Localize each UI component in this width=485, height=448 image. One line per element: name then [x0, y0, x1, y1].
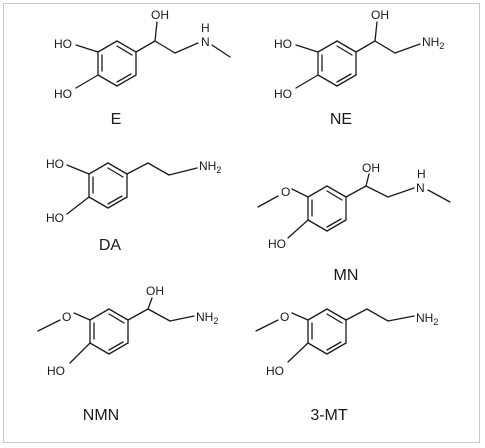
da-sub-2: 2: [216, 165, 221, 175]
mn-h-label: H: [417, 167, 426, 181]
da-nh2-label: NH2: [199, 159, 221, 175]
molecule-ne: OH HO HO NH2 NE: [274, 8, 444, 128]
e-n-label: N: [201, 35, 210, 49]
ne-oh-label: OH: [371, 8, 389, 22]
e-oh-label: OH: [151, 8, 169, 22]
molecule-nmn: OH O HO NH2 NMN: [37, 284, 218, 424]
ne-bonds: [295, 21, 421, 89]
ne-ho-label-b: HO: [274, 87, 292, 101]
ne-name: NE: [330, 111, 352, 128]
3mt-name: 3-MT: [310, 407, 348, 424]
molecule-mn: OH O HO N H MN: [257, 161, 451, 284]
nmn-nh-text: NH: [196, 310, 213, 324]
da-ho-label-a: HO: [46, 157, 64, 171]
3mt-nh2-label: NH2: [416, 311, 438, 327]
nmn-sub-2: 2: [213, 316, 218, 326]
molecule-3mt: O HO NH2 3-MT: [255, 308, 438, 424]
mn-ho-label: HO: [268, 237, 286, 251]
mn-n-label: N: [416, 181, 425, 195]
3mt-sub-2: 2: [433, 317, 438, 327]
3mt-nh-text: NH: [416, 311, 433, 325]
da-nh-text: NH: [199, 159, 216, 173]
3mt-ho-label: HO: [266, 364, 284, 378]
figure-frame: [3, 3, 480, 443]
mn-name: MN: [334, 267, 359, 284]
nmn-name: NMN: [83, 407, 119, 424]
da-ho-label-b: HO: [46, 211, 64, 225]
mn-bonds: [257, 173, 451, 239]
e-bonds: [75, 21, 231, 89]
3mt-o-label: O: [280, 310, 289, 324]
ne-nh2-label: NH2: [422, 35, 444, 51]
nmn-ho-label: HO: [47, 364, 65, 378]
nmn-oh-label: OH: [146, 284, 164, 298]
ne-ho-label-a: HO: [274, 37, 292, 51]
3mt-bonds: [255, 308, 415, 363]
nmn-nh2-label: NH2: [196, 310, 218, 326]
molecule-e: OH HO HO N H E: [54, 8, 231, 128]
nmn-bonds: [37, 297, 195, 364]
ne-nh-text: NH: [422, 35, 439, 49]
mn-oh-label: OH: [362, 161, 380, 175]
e-ho-label-a: HO: [54, 37, 72, 51]
nmn-o-label: O: [62, 310, 71, 324]
e-ho-label-b: HO: [54, 87, 72, 101]
da-bonds: [66, 162, 198, 215]
e-name: E: [111, 111, 122, 128]
da-name: DA: [99, 237, 122, 254]
molecule-da: HO HO NH2 DA: [46, 157, 221, 254]
ne-sub-2: 2: [439, 41, 444, 51]
mn-o-label: O: [281, 185, 290, 199]
e-h-label: H: [201, 21, 210, 35]
